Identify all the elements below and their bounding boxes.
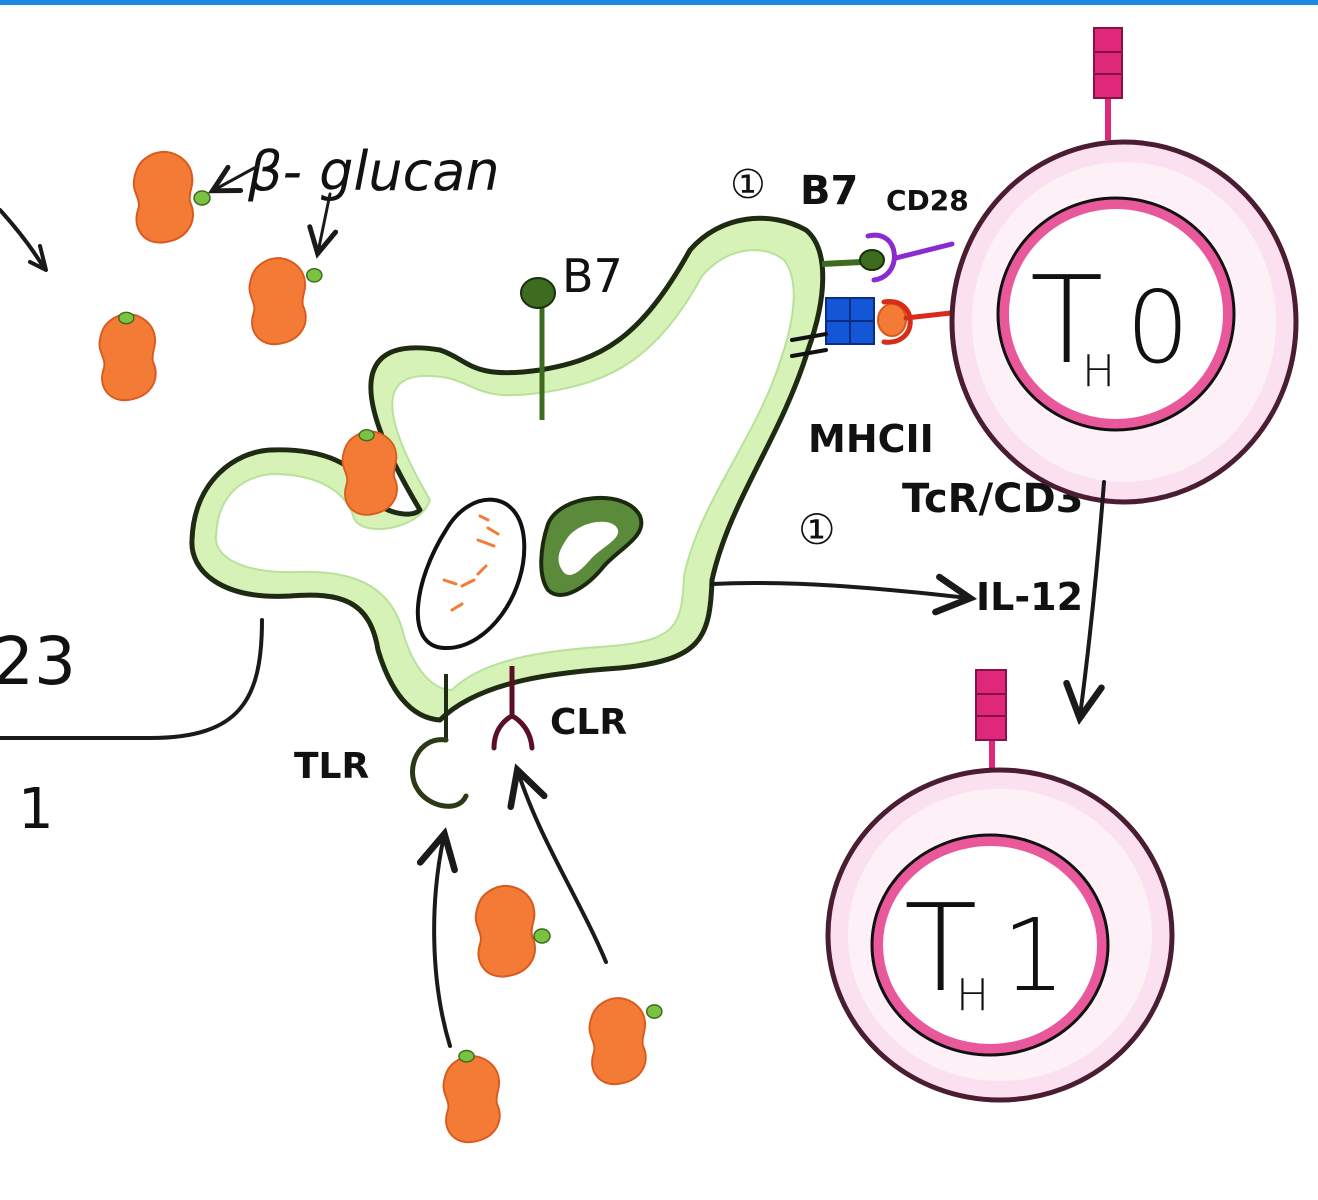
th0-cell: T H 0 bbox=[949, 27, 1299, 505]
mhc-ii-label: MHCII bbox=[808, 417, 934, 461]
phagosome bbox=[415, 497, 527, 651]
beta-glucan-pointer-arrow-icon bbox=[214, 164, 260, 190]
left-connector-line bbox=[0, 618, 264, 740]
beta-glucan-dot bbox=[533, 928, 551, 944]
clr-label: CLR bbox=[550, 702, 627, 743]
left-edge-arrow-icon bbox=[0, 208, 48, 272]
th0-nucleus bbox=[999, 199, 1233, 429]
dendritic-cell bbox=[189, 215, 826, 723]
cd28-receptor bbox=[865, 232, 955, 283]
th1-number: 1 bbox=[1002, 897, 1066, 1014]
yeast-to-tlr-arrow-icon bbox=[434, 836, 450, 1048]
yeast-icon bbox=[442, 1049, 501, 1144]
yeast-body bbox=[132, 150, 194, 244]
left-edge-number: 23 bbox=[0, 623, 76, 700]
b7-outer-label: B7 bbox=[800, 168, 858, 214]
il12-arrow-icon bbox=[710, 583, 968, 598]
yeast-icon bbox=[132, 150, 211, 244]
yeast-to-clr-arrow-icon bbox=[518, 772, 608, 964]
th1-letter: T bbox=[904, 880, 977, 1019]
left-edge-digit: 1 bbox=[18, 777, 54, 842]
top-accent-bar bbox=[0, 0, 1318, 5]
yeast-icon bbox=[248, 257, 323, 346]
th1-subscript: H bbox=[956, 970, 989, 1021]
tlr-receptor bbox=[410, 674, 469, 809]
th1-nucleus bbox=[873, 836, 1107, 1054]
beta-glucan-dot bbox=[305, 267, 323, 283]
yeast-icon bbox=[98, 311, 157, 402]
step-b7-number: ① bbox=[730, 162, 766, 208]
yeast-icon bbox=[474, 884, 551, 978]
th0-number: 0 bbox=[1126, 269, 1190, 386]
il12-label: IL-12 bbox=[976, 575, 1083, 619]
b7-receptor-inner bbox=[520, 277, 556, 420]
step-tcr-number: ① bbox=[798, 505, 836, 554]
beta-glucan-dot bbox=[117, 311, 135, 325]
th0-subscript: H bbox=[1082, 346, 1115, 397]
dendritic-cell-cytoplasm bbox=[214, 249, 795, 692]
th1-cell: T H 1 bbox=[825, 669, 1175, 1103]
th1-surface-receptor bbox=[975, 669, 1007, 784]
th0-surface-receptor bbox=[1093, 27, 1123, 140]
beta-glucan-dot bbox=[358, 428, 375, 442]
beta-glucan-dot bbox=[193, 190, 211, 206]
mhc-ii-complex bbox=[790, 297, 875, 358]
beta-glucan-pointer-arrow-icon bbox=[318, 192, 330, 252]
tlr-label: TLR bbox=[294, 746, 369, 787]
beta-glucan-dot bbox=[458, 1049, 475, 1063]
b7-receptor-outer bbox=[821, 249, 885, 271]
beta-glucan-label: β- glucan bbox=[247, 140, 500, 203]
beta-glucan-dot bbox=[645, 1004, 663, 1019]
differentiation-arrow-icon bbox=[1080, 480, 1106, 716]
tcr-receptor bbox=[877, 299, 963, 345]
yeast-icon bbox=[341, 428, 398, 516]
b7-inner-label: B7 bbox=[562, 249, 623, 303]
yeast-icon bbox=[588, 997, 663, 1086]
clr-receptor bbox=[491, 666, 535, 751]
cd28-label: CD28 bbox=[886, 184, 969, 217]
th0-letter: T bbox=[1030, 252, 1103, 391]
